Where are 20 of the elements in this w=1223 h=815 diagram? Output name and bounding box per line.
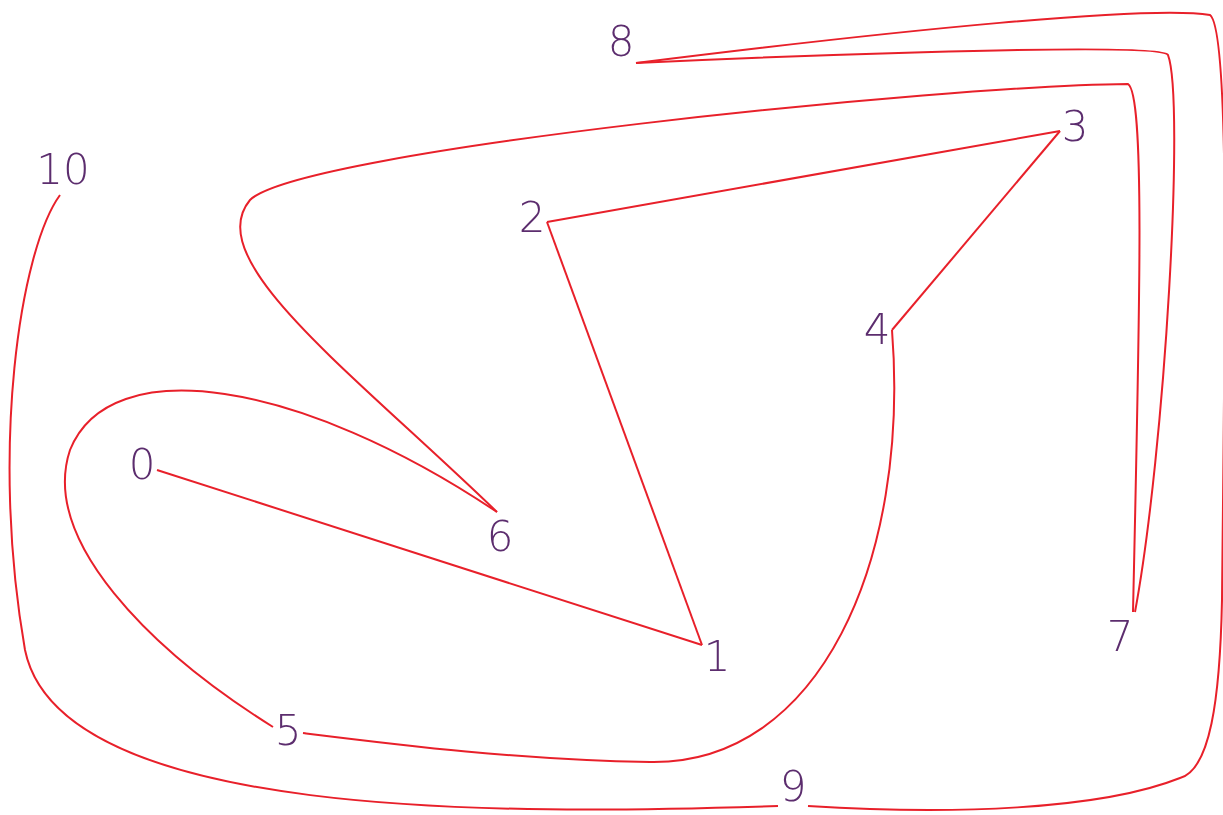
node-number: 4 <box>862 305 892 355</box>
node-number: 0 <box>127 440 157 490</box>
connector-line <box>546 130 1061 223</box>
connector-line <box>302 329 896 763</box>
node-number: 10 <box>35 145 91 195</box>
node-number: 3 <box>1060 102 1090 152</box>
node-number: 2 <box>517 193 547 243</box>
connector-line <box>546 221 703 646</box>
node-number: 1 <box>702 632 732 682</box>
connector-line <box>64 389 498 728</box>
connector-line <box>156 469 703 646</box>
node-number: 8 <box>606 17 636 67</box>
connector-line <box>239 83 1141 613</box>
connector-line <box>635 11 1223 811</box>
node-number: 7 <box>1105 612 1135 662</box>
node-number: 5 <box>273 706 303 756</box>
connector-line <box>8 194 779 811</box>
connector-line <box>891 130 1061 331</box>
node-number: 9 <box>778 762 808 812</box>
node-number: 6 <box>485 512 515 562</box>
